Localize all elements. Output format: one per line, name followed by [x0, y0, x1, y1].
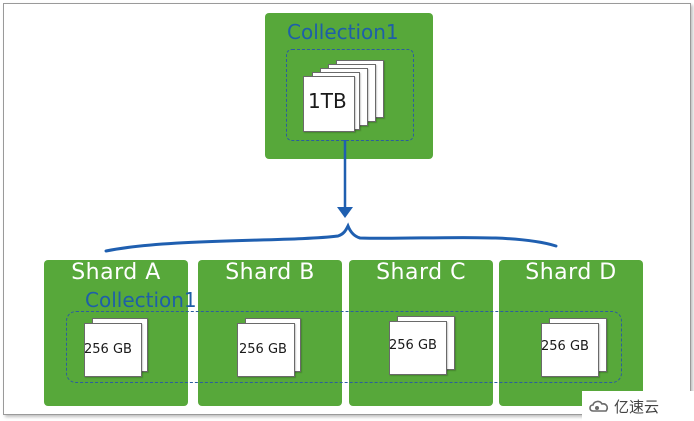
cloud-logo-icon [589, 400, 609, 412]
shard-title: Shard A [71, 260, 161, 285]
watermark: 亿速云 [582, 391, 694, 421]
document-icon [84, 323, 142, 377]
collection-size-label: 1TB [308, 89, 347, 113]
collection-label: Collection1 [287, 20, 399, 44]
collection-dashed-boundary [286, 49, 414, 141]
shard-collection-label: Collection1 [85, 288, 197, 312]
shard-title: Shard D [525, 260, 617, 285]
document-icon [541, 323, 599, 377]
shard-size-label: 256 GB [239, 342, 287, 357]
document-icon [303, 76, 355, 132]
shard-title: Shard C [376, 260, 466, 285]
shard-size-label: 256 GB [541, 339, 589, 354]
document-icon [237, 323, 295, 377]
shard-size-label: 256 GB [84, 342, 132, 357]
document-icon [389, 321, 447, 375]
watermark-text: 亿速云 [614, 397, 660, 416]
shard-collection-dashed-boundary [66, 311, 622, 383]
shard-size-label: 256 GB [389, 338, 437, 353]
shard-node-d: Shard D [499, 260, 643, 406]
shard-title: Shard B [225, 260, 315, 285]
